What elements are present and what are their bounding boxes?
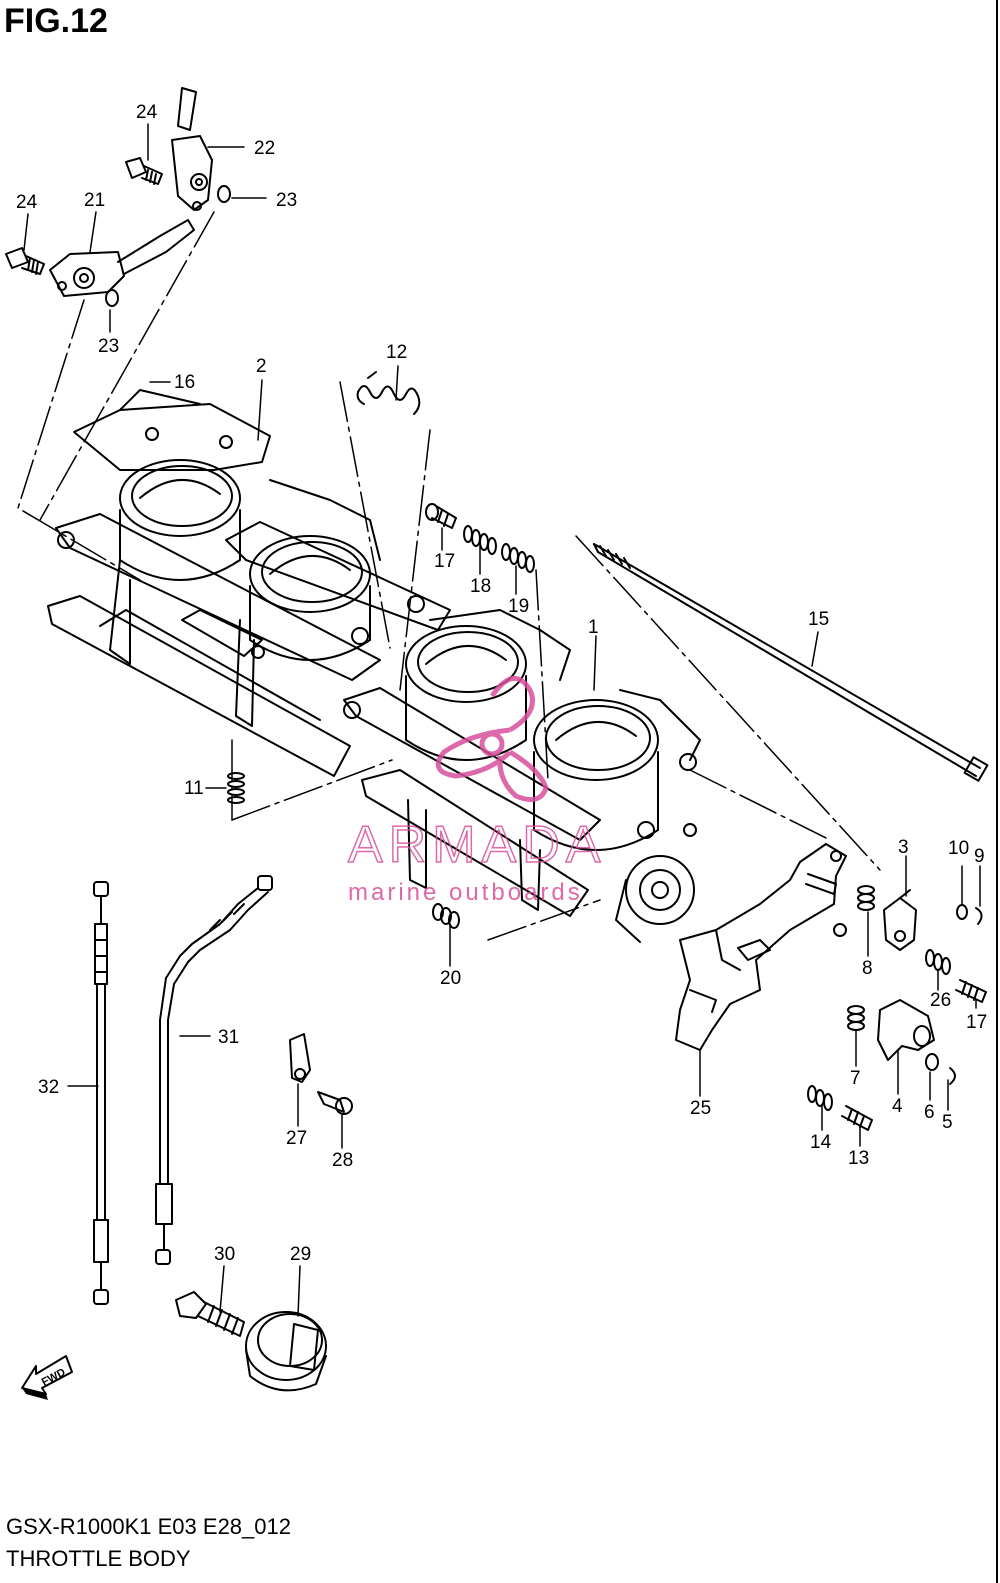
callout-11: 11: [184, 778, 204, 799]
washer-10-drawing: [956, 904, 968, 920]
assembly-leader-lines: [17, 211, 881, 941]
callout-21: 21: [84, 190, 105, 211]
spring-14-drawing: [807, 1085, 833, 1111]
callout-9: 9: [974, 846, 985, 867]
lever-4-drawing: [877, 999, 935, 1061]
callout-8: 8: [862, 958, 873, 979]
bracket-25-drawing: [675, 843, 847, 1051]
sensor-22-drawing: [171, 87, 213, 211]
bolt-30-drawing: [175, 1291, 245, 1337]
throttle-body-1-drawing: [343, 609, 701, 943]
spring-18-drawing: [463, 525, 497, 555]
callout-3: 3: [898, 837, 909, 858]
spring-19-drawing: [501, 543, 535, 573]
clamp-27-drawing: [289, 1033, 311, 1083]
washer-6-drawing: [925, 1053, 939, 1071]
callout-23-left: 23: [98, 336, 119, 357]
spring-7-drawing: [847, 1005, 865, 1031]
bolt-24-left-drawing: [5, 247, 45, 275]
watermark-logo-icon: [435, 676, 549, 803]
callout-12: 12: [386, 342, 407, 363]
callout-4: 4: [892, 1096, 903, 1117]
spring-12-drawing: [356, 371, 421, 415]
callout-19: 19: [508, 596, 529, 617]
watermark-brand: ARMADA: [348, 816, 606, 874]
callout-labels: 1 2 3 4 5 6 7 8 9 10 11 12 13 14 15 16 1…: [16, 102, 987, 1265]
spring-20-drawing: [432, 903, 460, 929]
cable-31-drawing: [155, 875, 273, 1265]
callout-17-right: 17: [966, 1012, 987, 1033]
callout-32: 32: [38, 1077, 59, 1098]
callout-17-top: 17: [434, 551, 455, 572]
callout-20: 20: [440, 968, 461, 989]
oring-23-top-drawing: [217, 185, 231, 203]
sensor-21-drawing: [49, 219, 195, 297]
callout-31: 31: [218, 1027, 239, 1048]
oring-23-left-drawing: [105, 289, 119, 307]
fwd-arrow-icon: FWD: [21, 1355, 73, 1400]
callout-24-top: 24: [136, 102, 158, 123]
callout-7: 7: [850, 1068, 861, 1089]
callout-1: 1: [588, 617, 599, 638]
throttle-body-2-drawing: [47, 389, 451, 777]
callout-leaders: [23, 123, 981, 1317]
callout-5: 5: [942, 1112, 953, 1133]
screw-17-top-drawing: [425, 503, 457, 529]
watermark-tagline: marine outboards: [348, 879, 583, 906]
figure-title: FIG.12: [4, 2, 108, 40]
watermark: ARMADA marine outboards: [347, 676, 606, 906]
callout-30: 30: [214, 1244, 235, 1265]
bolt-24-top-drawing: [125, 157, 163, 185]
callout-24-left: 24: [16, 192, 38, 213]
screw-17-right-drawing: [955, 979, 987, 1003]
callout-23-top: 23: [276, 190, 297, 211]
callout-13: 13: [848, 1148, 869, 1169]
callout-16: 16: [174, 372, 195, 393]
model-code: GSX-R1000K1 E03 E28_012: [6, 1514, 291, 1539]
callout-22: 22: [254, 138, 275, 159]
callout-26: 26: [930, 990, 951, 1011]
callout-2: 2: [256, 356, 267, 377]
lever-3-drawing: [883, 889, 917, 951]
cable-32-drawing: [93, 881, 109, 1305]
callout-6: 6: [924, 1102, 935, 1123]
bolt-28-drawing: [317, 1091, 353, 1115]
clip-9-drawing: [975, 907, 983, 925]
callout-25: 25: [690, 1098, 711, 1119]
callout-29: 29: [290, 1244, 311, 1265]
rod-15-drawing: [593, 543, 989, 782]
callout-14: 14: [810, 1132, 832, 1153]
screw-13-drawing: [841, 1105, 873, 1131]
callout-28: 28: [332, 1150, 353, 1171]
callout-10: 10: [948, 838, 969, 859]
section-title: THROTTLE BODY: [6, 1546, 191, 1571]
callout-27: 27: [286, 1128, 307, 1149]
spring-8-drawing: [857, 885, 875, 911]
callout-15: 15: [808, 609, 829, 630]
spring-11-drawing: [227, 772, 245, 804]
clip-5-drawing: [949, 1067, 956, 1085]
callout-18: 18: [470, 576, 491, 597]
frame-border: [996, 0, 998, 1583]
sensor-29-drawing: [245, 1311, 327, 1392]
